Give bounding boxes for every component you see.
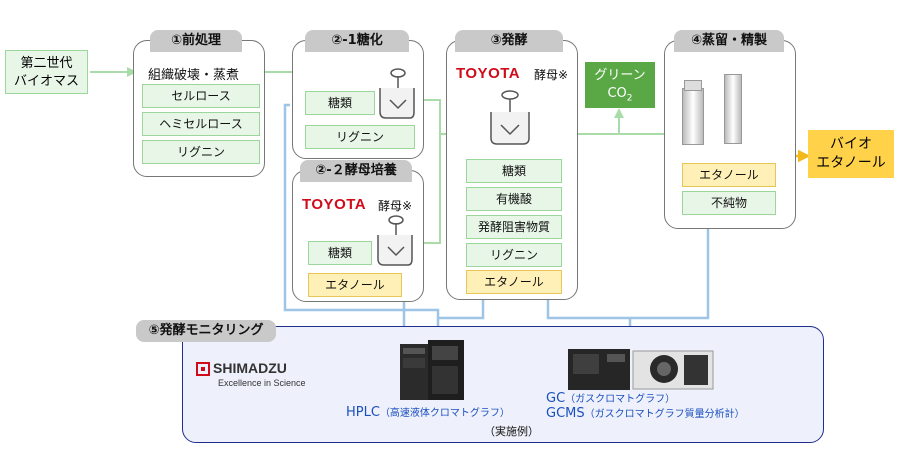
ferment-item-ethanol: エタノール [466,270,562,294]
yeast-culture-title: ②-２酵母培養 [300,160,412,182]
yeast-item-sugar: 糖類 [308,241,372,265]
yeast-culture-toyota-logo: TOYOTA [302,196,367,213]
yeast-item-ethanol: エタノール [308,273,402,297]
pretreat-item-lignin: リグニン [142,140,260,164]
shimadzu-logo-icon [196,362,210,376]
input-biomass-box: 第二世代 バイオマス [5,50,88,94]
ferment-item-lignin: リグニン [466,243,562,267]
green-co2-line2: CO2 [607,86,633,104]
green-co2-line1: グリーン [594,68,646,83]
monitor-line-distill [630,228,710,320]
green-co2-subscript: 2 [626,93,633,104]
hplc-note: （高速液体クロマトグラフ） [379,408,510,419]
saccharification-tank-icon [379,68,415,119]
fermentation-title: ③発酵 [455,30,563,52]
monitoring-panel [182,326,824,443]
fermentation-yeast-label: 酵母※ [534,68,569,82]
saccharification-title: ②-1糖化 [305,30,409,52]
distillation-title: ④蒸留・精製 [674,30,784,52]
gcms-label: GCMS（ガスクロマトグラフ質量分析計） [546,405,745,421]
green-co2-box: グリーン CO2 [585,62,655,108]
ferment-item-inhibitor: 発酵阻害物質 [466,215,562,239]
gc-name: GC [546,391,566,406]
bio-ethanol-line2: エタノール [816,155,886,171]
gcms-name: GCMS [546,406,585,421]
yeast-culture-tank-icon [377,215,413,266]
ferment-item-organic-acid: 有機酸 [466,187,562,211]
distillation-column-icon [682,88,704,145]
hplc-label: HPLC（高速液体クロマトグラフ） [346,404,510,420]
distillation-column-top [684,80,702,91]
pretreat-item-hemicellulose: ヘミセルロース [142,112,260,136]
bio-ethanol-box: バイオ エタノール [808,130,894,178]
distill-item-ethanol: エタノール [682,163,776,187]
bio-ethanol-line1: バイオ [830,136,872,152]
input-label-line1: 第二世代 [20,56,73,71]
purification-column-icon [724,74,742,144]
gcms-note: （ガスクロマトグラフ質量分析計） [584,409,745,420]
gc-note: （ガスクロマトグラフ） [565,394,676,405]
sacch-item-sugar: 糖類 [305,91,375,115]
monitor-line-ferment-hplc [438,295,485,320]
sacch-item-lignin: リグニン [305,125,415,149]
shimadzu-brand: SHIMADZU [213,360,287,376]
shimadzu-tagline: Excellence in Science [218,378,306,388]
ferment-item-sugar: 糖類 [466,159,562,183]
fermentation-toyota-logo: TOYOTA [456,65,521,82]
yeast-culture-yeast-label: 酵母※ [378,199,413,213]
pretreat-item-cellulose: セルロース [142,84,260,108]
gc-instrument-icon [568,349,630,390]
gc-label: GC（ガスクロマトグラフ） [546,390,675,406]
hplc-name: HPLC [346,405,380,420]
monitoring-example-note: （実施例） [484,425,539,438]
pretreatment-title: ①前処理 [150,30,242,52]
hplc-instrument-icon [400,340,464,400]
distill-item-impurity: 不純物 [682,191,776,215]
input-label-line2: バイオマス [13,74,79,89]
fermentation-tank-icon [490,90,530,145]
gcms-instrument-icon [632,350,714,390]
monitoring-title: ⑤発酵モニタリング [136,320,276,342]
pretreatment-process: 組織破壊・蒸煮 [148,68,240,83]
